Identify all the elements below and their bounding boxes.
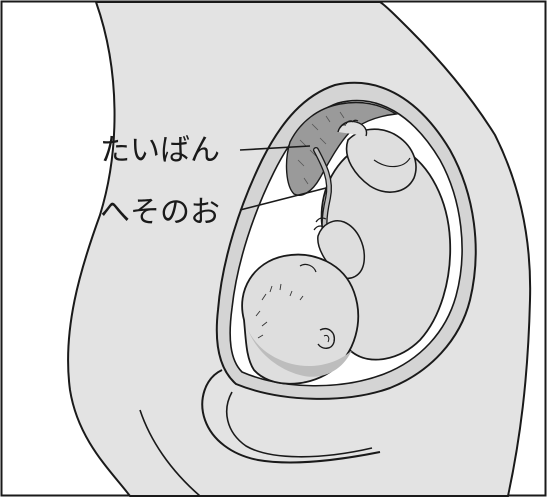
placenta-label: たいばん <box>100 133 220 168</box>
umbilical-cord-label: へそのお <box>100 195 220 230</box>
